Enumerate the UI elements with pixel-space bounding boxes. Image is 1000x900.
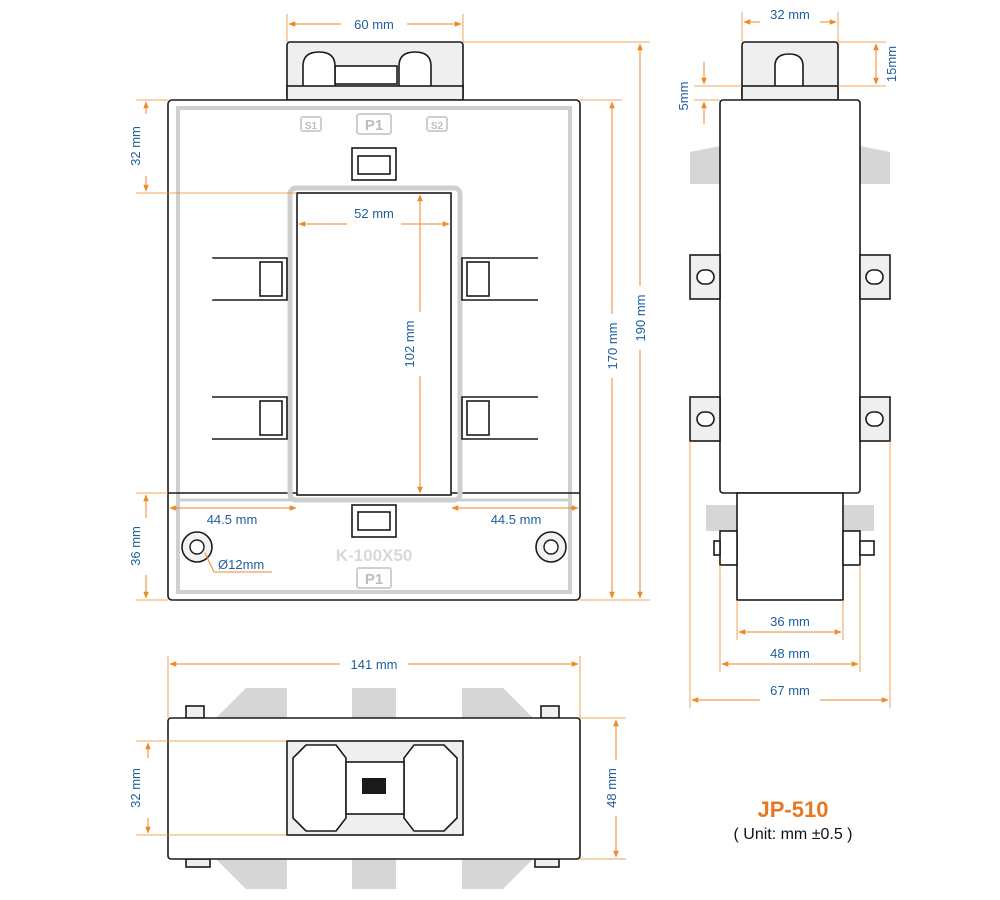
front-left-clip-lower — [212, 396, 288, 440]
dim-front-top-offset: 32 mm — [128, 126, 143, 166]
bottom-dimensions: 141 mm 32 mm 48 mm — [128, 656, 626, 860]
dim-window-width: 52 mm — [354, 206, 394, 221]
svg-text:P1: P1 — [365, 571, 383, 588]
bottom-view — [167, 688, 581, 889]
side-lower-body — [736, 492, 844, 601]
dim-bottom-window-height: 32 mm — [128, 768, 143, 808]
dim-bottom-total-width: 141 mm — [351, 657, 398, 672]
unit-note: ( Unit: mm ±0.5 ) — [733, 826, 852, 843]
svg-text:P1: P1 — [365, 117, 383, 134]
front-bottom-clip — [351, 504, 397, 538]
terminal-label-s2: S2 — [426, 116, 448, 132]
side-clip-right-upper — [859, 254, 891, 300]
svg-text:S2: S2 — [431, 121, 444, 132]
dim-bottom-body-height: 48 mm — [604, 768, 619, 808]
bottom-terminal-right — [403, 744, 458, 832]
dim-front-top-width: 60 mm — [354, 17, 394, 32]
model-title: JP-510 — [758, 797, 829, 822]
side-wing-left-top — [690, 146, 720, 184]
bottom-terminal-screw — [362, 778, 386, 794]
window-frame — [287, 185, 463, 503]
dim-total-height: 190 mm — [633, 295, 648, 342]
side-dimensions: 32 mm 15mm 5mm 36 mm 48 mm 67 mm — [676, 7, 899, 708]
front-right-clip-upper — [461, 257, 538, 301]
side-clip-left-lower — [689, 396, 721, 442]
mounting-hole-right — [535, 531, 567, 563]
bottom-tab-right — [540, 705, 560, 719]
dim-side-total-width: 67 mm — [770, 683, 810, 698]
side-lower-tab-right — [842, 530, 861, 566]
front-inner-outline — [176, 106, 572, 594]
side-top-terminal — [741, 41, 839, 101]
dim-side-top-height: 15mm — [884, 46, 899, 82]
bottom-terminal-left — [292, 744, 347, 832]
front-right-clip-lower — [461, 396, 538, 440]
front-top-clip — [351, 147, 397, 181]
body-model-text: K-100X50 — [336, 546, 413, 565]
side-clip-right-lower — [859, 396, 891, 442]
title-block: JP-510 ( Unit: mm ±0.5 ) — [733, 797, 852, 843]
dim-bottom-height: 36 mm — [128, 526, 143, 566]
terminal-label-s1: S1 — [300, 116, 322, 132]
dim-inner-height: 170 mm — [605, 323, 620, 370]
front-view: S1 P1 S2 — [167, 41, 581, 601]
dim-right-margin: 44.5 mm — [491, 512, 542, 527]
dim-left-margin: 44.5 mm — [207, 512, 258, 527]
dim-window-height: 102 mm — [402, 321, 417, 368]
dim-side-base-width: 48 mm — [770, 646, 810, 661]
front-dimensions: 60 mm 32 mm 52 mm 102 mm 170 mm 190 mm 4… — [128, 14, 650, 601]
svg-text:S1: S1 — [305, 121, 318, 132]
side-wing-right-top — [860, 146, 890, 184]
side-lower-tab-left — [719, 530, 738, 566]
side-clip-left-upper — [689, 254, 721, 300]
dim-side-step: 5mm — [676, 82, 691, 111]
side-body — [719, 99, 861, 494]
terminal-label-p1: P1 — [356, 113, 392, 135]
dim-side-top-width: 32 mm — [770, 7, 810, 22]
front-left-clip-upper — [211, 257, 288, 301]
terminal-label-p1-bottom: P1 — [356, 567, 392, 589]
front-top-terminal — [286, 41, 464, 101]
dim-hole-diameter: Ø12mm — [218, 557, 264, 572]
window-opening — [296, 192, 452, 496]
mounting-hole-left — [181, 531, 213, 563]
bottom-tab-left — [185, 705, 205, 719]
dim-side-lower-width: 36 mm — [770, 614, 810, 629]
side-view — [689, 41, 891, 601]
